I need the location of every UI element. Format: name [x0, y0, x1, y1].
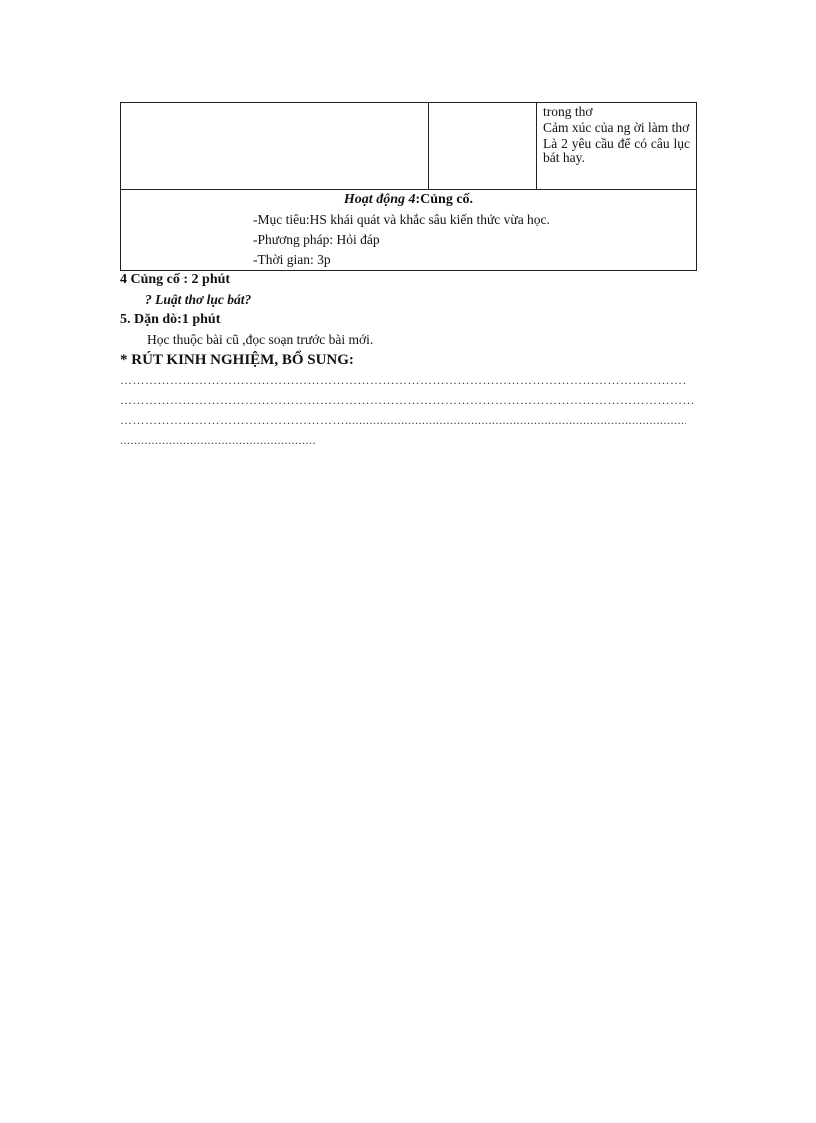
activity-title-rest: :Củng cố.	[415, 192, 474, 207]
activity-method: -Phương pháp: Hỏi đáp	[253, 232, 380, 247]
cell-line: trong thơ	[543, 104, 593, 119]
review-line: ……………………………………………………………………………………………………………	[120, 373, 686, 387]
activity-cell: Hoạt động 4:Củng cố. -Mục tiêu:HS khái q…	[120, 189, 697, 271]
document-body: 4 Củng cố : 2 phút ? Luật thơ lục bát? 5…	[120, 270, 700, 450]
activity-time: -Thời gian: 3p	[253, 252, 331, 267]
review-line: ………………………………………………......................…	[120, 413, 686, 427]
section4-heading: 4 Củng cố : 2 phút	[120, 272, 231, 287]
cell-line: Là 2 yêu cầu để có câu lục bát hay.	[543, 136, 690, 165]
activity-title-italic: Hoạt động 4	[343, 192, 416, 207]
section4-question: ? Luật thơ lục bát?	[145, 292, 252, 307]
table-cell-content: trong thơ Cảm xúc của ng ời làm thơ Là 2…	[536, 102, 697, 190]
lesson-table: trong thơ Cảm xúc của ng ời làm thơ Là 2…	[120, 102, 697, 271]
review-line: ……………………………………………………………………………………………………………	[120, 393, 695, 407]
activity-objective: -Mục tiêu:HS khái quát và khắc sâu kiến …	[253, 212, 550, 227]
table-cell-empty-1	[120, 102, 429, 190]
review-line: ........................................…	[120, 433, 315, 447]
section5-heading: 5. Dặn dò:1 phút	[120, 312, 221, 327]
table-cell-empty-2	[428, 102, 537, 190]
review-heading: * RÚT KINH NGHIỆM, BỔ SUNG:	[120, 352, 354, 368]
activity-title: Hoạt động 4:Củng cố.	[121, 190, 696, 210]
section5-text: Học thuộc bài cũ ,đọc soạn trước bài mới…	[147, 332, 374, 347]
cell-line: Cảm xúc của ng ời làm thơ	[543, 120, 690, 135]
